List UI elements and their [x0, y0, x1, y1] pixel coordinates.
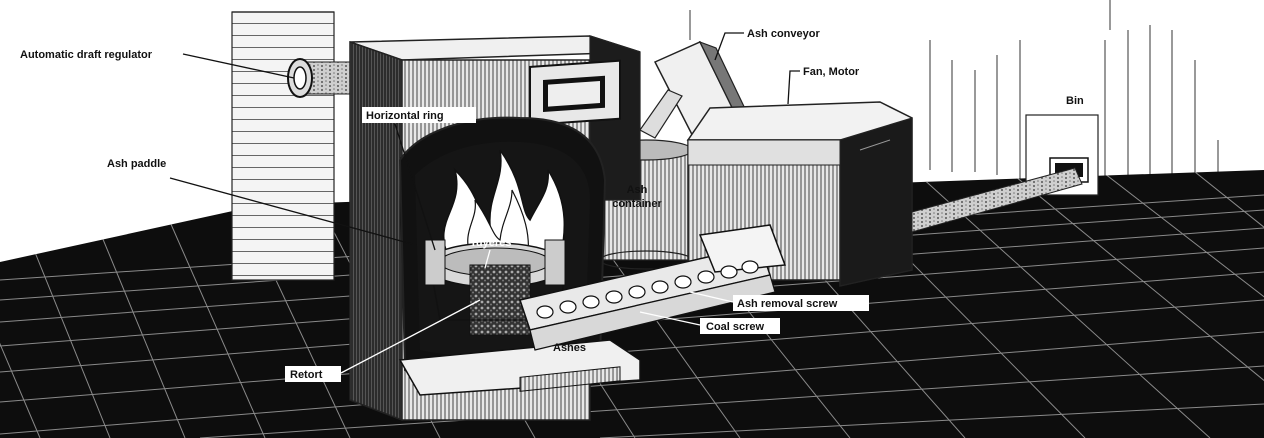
chimney: [232, 12, 334, 280]
svg-text:Ash paddle: Ash paddle: [107, 158, 166, 170]
label-ash-conveyor: Ash conveyor: [715, 28, 820, 60]
svg-text:Bin: Bin: [1066, 95, 1084, 107]
label-fan-motor: Fan, Motor: [788, 66, 860, 104]
svg-text:Ash: Ash: [627, 184, 648, 196]
svg-text:Tuyeres: Tuyeres: [470, 237, 511, 249]
svg-text:Retort: Retort: [290, 369, 323, 381]
svg-text:Ash conveyor: Ash conveyor: [747, 28, 820, 40]
svg-text:Automatic draft regulator: Automatic draft regulator: [20, 49, 153, 61]
label-ashes: Ashes: [553, 342, 586, 354]
label-bin: Bin: [1066, 95, 1084, 107]
svg-text:Fan, Motor: Fan, Motor: [803, 66, 860, 78]
svg-text:Ash removal screw: Ash removal screw: [737, 298, 838, 310]
svg-text:Coal screw: Coal screw: [706, 321, 765, 333]
svg-text:Horizontal ring: Horizontal ring: [366, 110, 444, 122]
draft-regulator-pipe: [288, 59, 357, 97]
svg-text:container: container: [612, 198, 662, 210]
svg-text:Ashes: Ashes: [553, 342, 586, 354]
